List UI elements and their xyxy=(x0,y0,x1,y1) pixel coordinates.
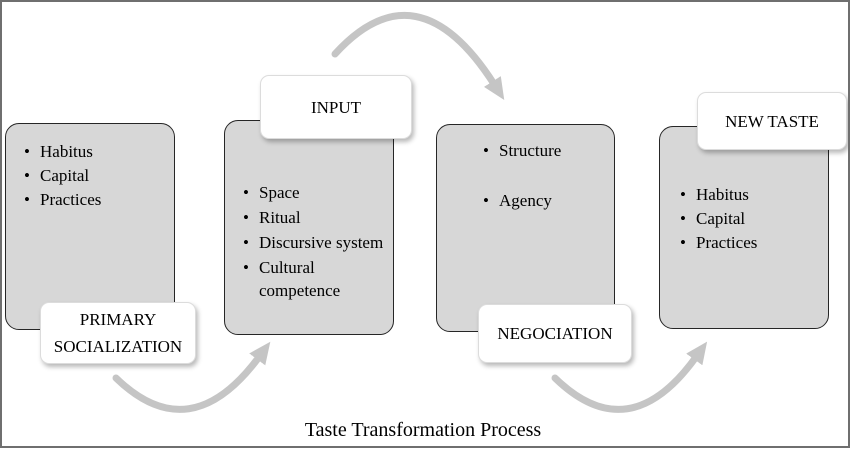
arrow-input-to-negociation xyxy=(331,11,505,100)
list-item: Ritual xyxy=(241,206,393,229)
list-item: Structure xyxy=(481,139,614,163)
stage-box-negociation: Structure Agency xyxy=(436,124,615,332)
stage-item-list: Structure Agency xyxy=(481,139,614,213)
list-item: Space xyxy=(241,181,393,204)
list-item: Agency xyxy=(481,189,614,213)
stage-box-input: Space Ritual Discursive system Cultural … xyxy=(224,120,394,335)
list-item: Practices xyxy=(678,231,828,255)
stage-item-list: Habitus Capital Practices xyxy=(678,183,828,255)
list-item: Cultural competence xyxy=(241,256,393,302)
label-new-taste: NEW TASTE xyxy=(697,92,847,150)
label-negociation: NEGOCIATION xyxy=(478,304,632,363)
list-item: Capital xyxy=(22,164,174,188)
arrow-primary-to-input xyxy=(112,341,271,413)
list-item: Discursive system xyxy=(241,231,393,254)
list-item: Habitus xyxy=(22,140,174,164)
stage-box-primary-socialization: Habitus Capital Practices xyxy=(5,123,175,330)
list-item: Practices xyxy=(22,188,174,212)
label-primary-socialization: PRIMARY SOCIALIZATION xyxy=(40,302,196,364)
list-item: Capital xyxy=(678,207,828,231)
arrow-negociation-to-new-taste xyxy=(551,341,708,413)
stage-item-list: Space Ritual Discursive system Cultural … xyxy=(241,181,393,302)
stage-item-list: Habitus Capital Practices xyxy=(22,140,174,212)
label-input: INPUT xyxy=(260,75,412,139)
stage-box-new-taste: Habitus Capital Practices xyxy=(659,126,829,329)
list-item: Habitus xyxy=(678,183,828,207)
diagram-caption: Taste Transformation Process xyxy=(304,419,542,441)
